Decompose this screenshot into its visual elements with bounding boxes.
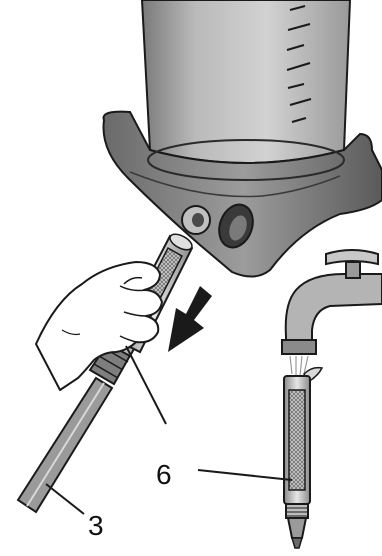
- removal-arrow: [168, 286, 212, 352]
- leader-line-filter-cartridge: [198, 470, 292, 480]
- cartridge-threaded-end: [286, 504, 308, 548]
- faucet: [282, 250, 382, 376]
- callout-label-filter: 6: [156, 461, 172, 489]
- water-tank: [142, 0, 350, 163]
- callout-label-hose: 3: [88, 512, 104, 540]
- leader-line-hose: [46, 484, 84, 514]
- drain-plug: [182, 206, 210, 234]
- filter-cartridge: [284, 368, 322, 548]
- leader-line-filter-hand: [126, 346, 166, 424]
